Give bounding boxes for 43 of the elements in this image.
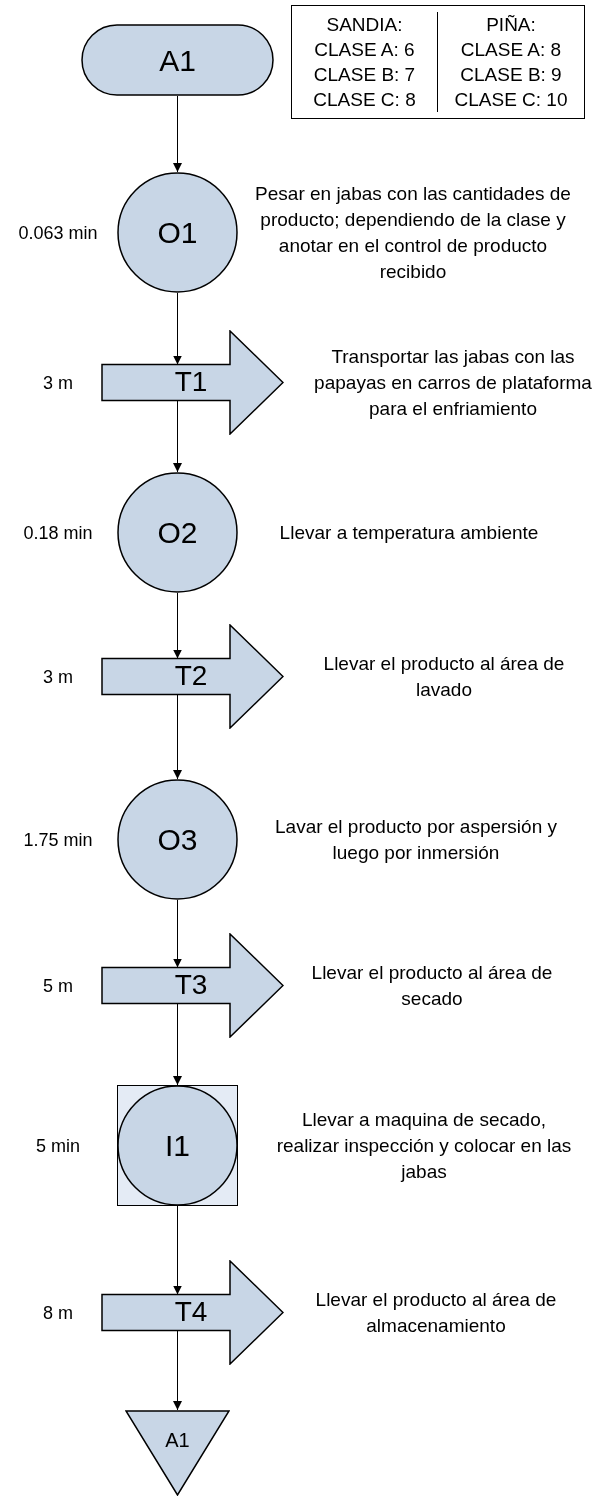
arrow (173, 1003, 182, 1086)
step-description: Lavar el producto por aspersión y luego por inmersión (274, 814, 558, 865)
table-cell: CLASE B: 7 (292, 62, 438, 87)
arrow (173, 400, 182, 473)
arrow (173, 1205, 182, 1295)
measure-label: 5 m (42, 974, 74, 997)
operation-circle: O2 (117, 472, 238, 593)
step-description: Llevar a temperatura ambiente (279, 520, 539, 545)
arrow (173, 694, 182, 780)
terminal-shape: A1 (81, 24, 274, 96)
measure-label: 3 m (42, 371, 74, 394)
measure-label: 0.18 min (22, 521, 94, 544)
step-description: Llevar el producto al área de almacenamiento (314, 1287, 558, 1338)
storage-triangle: A1 (125, 1410, 230, 1496)
arrow (173, 592, 182, 659)
step-description: Pesar en jabas con las cantidades de producto; dependiendo de la clase y anotar en el control de producto recibido (254, 181, 572, 284)
table-cell-text: PIÑA: (485, 13, 537, 37)
measure-label: 5 min (35, 1134, 81, 1157)
transport-symbol: T3 (101, 933, 284, 1038)
inspection-symbol: I1 (117, 1085, 238, 1206)
step-description: Transportar las jabas con las papayas en carros de plataforma para el enfriamiento (313, 344, 593, 421)
table-cell: CLASE A: 6 (292, 37, 438, 62)
measure-label: 3 m (42, 665, 74, 688)
table-cell: SANDIA: (292, 12, 438, 37)
arrow (173, 95, 182, 173)
transport-symbol: T4 (101, 1260, 284, 1365)
arrow (173, 1330, 182, 1411)
measure-label: 1.75 min (22, 828, 94, 851)
operation-circle: O1 (117, 172, 238, 293)
table-cell-text: CLASE A: 8 (459, 38, 563, 62)
transport-symbol: T2 (101, 624, 284, 729)
measure-label: 8 m (42, 1301, 74, 1324)
step-description: Llevar el producto al área de secado (310, 960, 554, 1011)
table-cell-text: CLASE B: 9 (459, 63, 563, 87)
table-cell-text: CLASE C: 10 (453, 88, 569, 112)
step-description: Llevar el producto al área de lavado (322, 651, 566, 702)
operation-circle: O3 (117, 779, 238, 900)
measure-label: 0.063 min (17, 221, 99, 244)
transport-symbol: T1 (101, 330, 284, 435)
table-cell: CLASE C: 8 (292, 87, 438, 112)
step-description: Llevar a maquina de secado, realizar inspección y colocar en las jabas (275, 1107, 573, 1184)
arrow (173, 899, 182, 968)
arrow (173, 292, 182, 365)
